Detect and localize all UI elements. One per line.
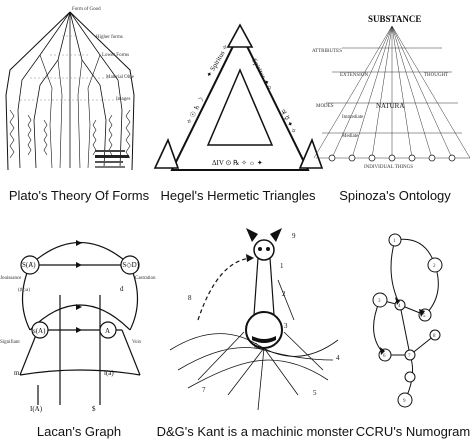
caption-lacan: Lacan's Graph <box>36 424 122 439</box>
numogram-diagram: 1 2 3 4 5 6 7 8 9 <box>355 225 474 415</box>
hegel-diagram: ✦ Spiritus ✧ Spiritus ✦✧ ΔIV ⊙ ℞ ✧ ☼ ✦ ✧… <box>150 20 324 180</box>
caption-dg: D&G's Kant is a machinic monster <box>156 424 354 439</box>
spinoza-ontology-graphic <box>313 25 471 162</box>
spinoza-diagram: SUBSTANCE ATTRIBUTES EXTENSION THOUGHT M… <box>312 8 474 180</box>
svg-text:ΔIV ⊙ ℞ ✧ ☼ ✦: ΔIV ⊙ ℞ ✧ ☼ ✦ <box>212 159 263 167</box>
dg-kant-monster-graphic <box>169 228 339 411</box>
caption-hegel: Hegel's Hermetic Triangles <box>160 188 316 203</box>
numogram-graphic <box>372 233 443 408</box>
plato-tree-graphic <box>5 11 135 171</box>
plato-diagram: Form of Good Higher forms Lower Forms Ma… <box>0 0 155 180</box>
svg-text:Spiritus ✦✧: Spiritus ✦✧ <box>250 57 274 92</box>
lacan-graph-graphic <box>19 240 141 405</box>
caption-numogram: CCRU's Numogram <box>355 424 471 439</box>
lacan-diagram: S(Ⱥ) (S◇D) Jouissance Castration (♯◇a) d… <box>0 225 158 415</box>
dg-diagram: 9 1 2 3 4 5 6 7 8 <box>158 220 348 420</box>
caption-plato: Plato's Theory Of Forms <box>8 188 150 203</box>
hegel-triangles-graphic: ✦ Spiritus ✧ Spiritus ✦✧ ΔIV ⊙ ℞ ✧ ☼ ✦ ✧… <box>153 23 324 171</box>
caption-spinoza: Spinoza's Ontology <box>339 188 451 203</box>
